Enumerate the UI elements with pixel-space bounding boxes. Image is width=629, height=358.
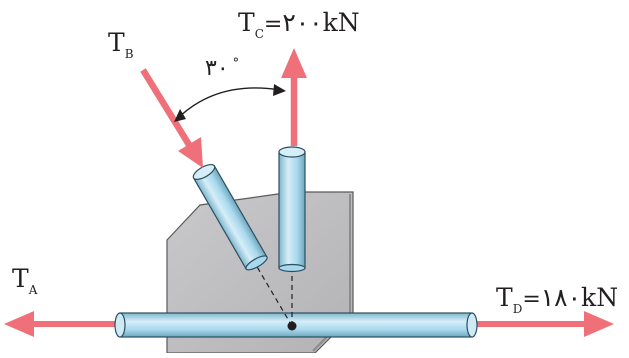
label-tb: TB bbox=[108, 28, 134, 61]
label-tb-subscript: B bbox=[124, 47, 134, 61]
label-td-symbol: T bbox=[496, 283, 513, 312]
label-tc-equals: = bbox=[263, 12, 283, 37]
force-arrow-tc bbox=[281, 48, 307, 146]
label-td-unit: kN bbox=[581, 283, 619, 312]
label-td-equals: = bbox=[522, 287, 541, 312]
label-ta-subscript: A bbox=[28, 283, 38, 297]
label-tc: TC=۲۰۰kN bbox=[238, 8, 360, 41]
label-ta: TA bbox=[12, 264, 38, 297]
label-td-value: ۱۸۰ bbox=[540, 283, 582, 312]
label-tc-subscript: C bbox=[254, 27, 264, 41]
joint-pin bbox=[287, 321, 297, 331]
label-tc-symbol: T bbox=[238, 8, 255, 37]
label-tc-value: ۲۰۰ bbox=[282, 8, 323, 37]
angle-arc bbox=[174, 84, 286, 122]
label-angle-degree: ° bbox=[232, 56, 240, 71]
label-angle-value: ۳۰ bbox=[205, 56, 229, 81]
angled-member-pipe bbox=[192, 163, 268, 271]
label-angle: ۳۰° bbox=[205, 56, 240, 83]
vertical-member-pipe bbox=[278, 146, 306, 273]
label-td-subscript: D bbox=[512, 302, 523, 316]
label-td: TD=۱۸۰kN bbox=[496, 283, 619, 316]
force-arrow-tb bbox=[140, 68, 203, 168]
label-ta-symbol: T bbox=[12, 264, 29, 293]
force-arrow-ta bbox=[4, 311, 117, 337]
label-tb-symbol: T bbox=[108, 28, 125, 57]
label-tc-unit: kN bbox=[322, 8, 360, 37]
force-arrow-td bbox=[474, 311, 614, 337]
centerline-b bbox=[249, 254, 293, 327]
